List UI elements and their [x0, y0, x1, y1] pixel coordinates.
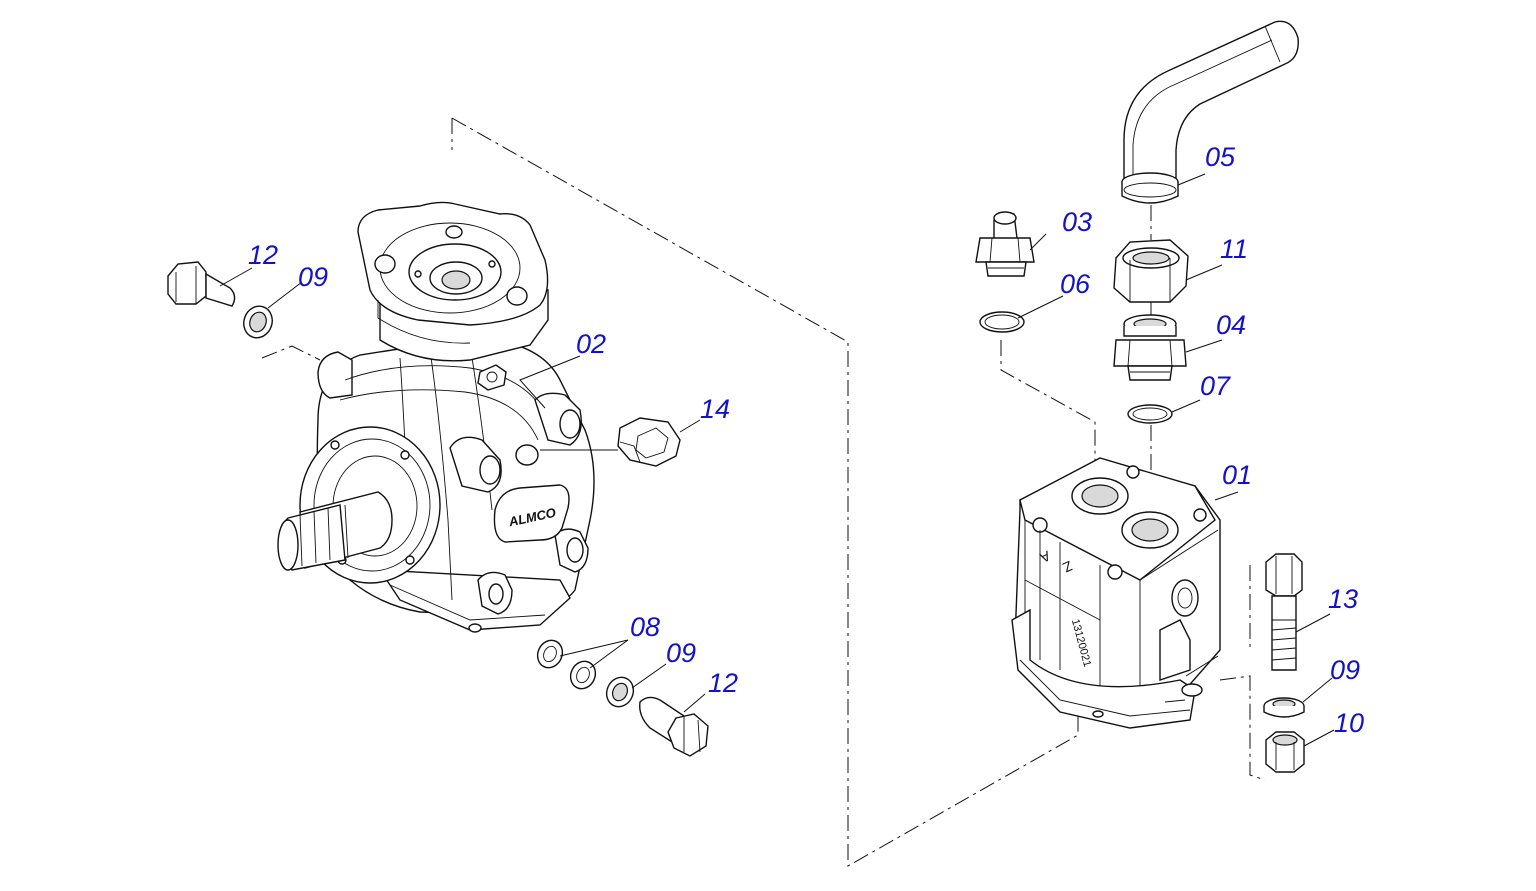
label-14: 14 — [700, 394, 730, 424]
label-12-lower: 12 — [708, 668, 738, 698]
label-08: 08 — [630, 612, 660, 642]
label-12-upper: 12 — [248, 240, 278, 270]
bolt-12-upper — [167, 261, 236, 307]
gearbox-housing: ALMCO — [299, 337, 595, 633]
label-01: 01 — [1222, 460, 1252, 490]
washer-09-right — [1263, 697, 1305, 718]
label-03: 03 — [1062, 207, 1092, 237]
label-13: 13 — [1328, 584, 1358, 614]
label-06: 06 — [1060, 269, 1091, 299]
nut-10 — [1265, 731, 1305, 773]
fitting-03 — [975, 211, 1035, 277]
assembly-dashed-lines — [261, 117, 1266, 867]
label-02: 02 — [576, 329, 606, 359]
bolt-12-lower — [639, 696, 709, 757]
nut-14 — [617, 417, 681, 467]
bolt-13 — [1265, 553, 1303, 671]
oring-07 — [1127, 404, 1173, 424]
label-09-upper: 09 — [298, 262, 328, 292]
input-shaft — [277, 491, 393, 571]
gearbox-top-flange — [357, 201, 549, 362]
nut-11 — [1113, 239, 1189, 303]
pipe-05 — [1121, 20, 1299, 204]
label-11: 11 — [1220, 234, 1248, 264]
pump-body-01: A Z 13120021 — [1011, 457, 1221, 729]
label-05: 05 — [1205, 142, 1236, 172]
part-labels: 01 02 03 04 05 06 07 08 09 09 09 10 11 1… — [248, 142, 1364, 738]
label-10: 10 — [1334, 708, 1364, 738]
washer-09-lower-left — [605, 676, 635, 708]
leader-lines — [219, 173, 1335, 747]
washers-08 — [536, 639, 597, 690]
label-09-lower-left: 09 — [666, 638, 696, 668]
oring-06 — [979, 311, 1025, 333]
adapter-04 — [1113, 314, 1187, 381]
label-09-right: 09 — [1330, 655, 1360, 685]
washer-09-upper — [243, 305, 273, 339]
label-04: 04 — [1216, 310, 1246, 340]
label-07: 07 — [1200, 371, 1231, 401]
